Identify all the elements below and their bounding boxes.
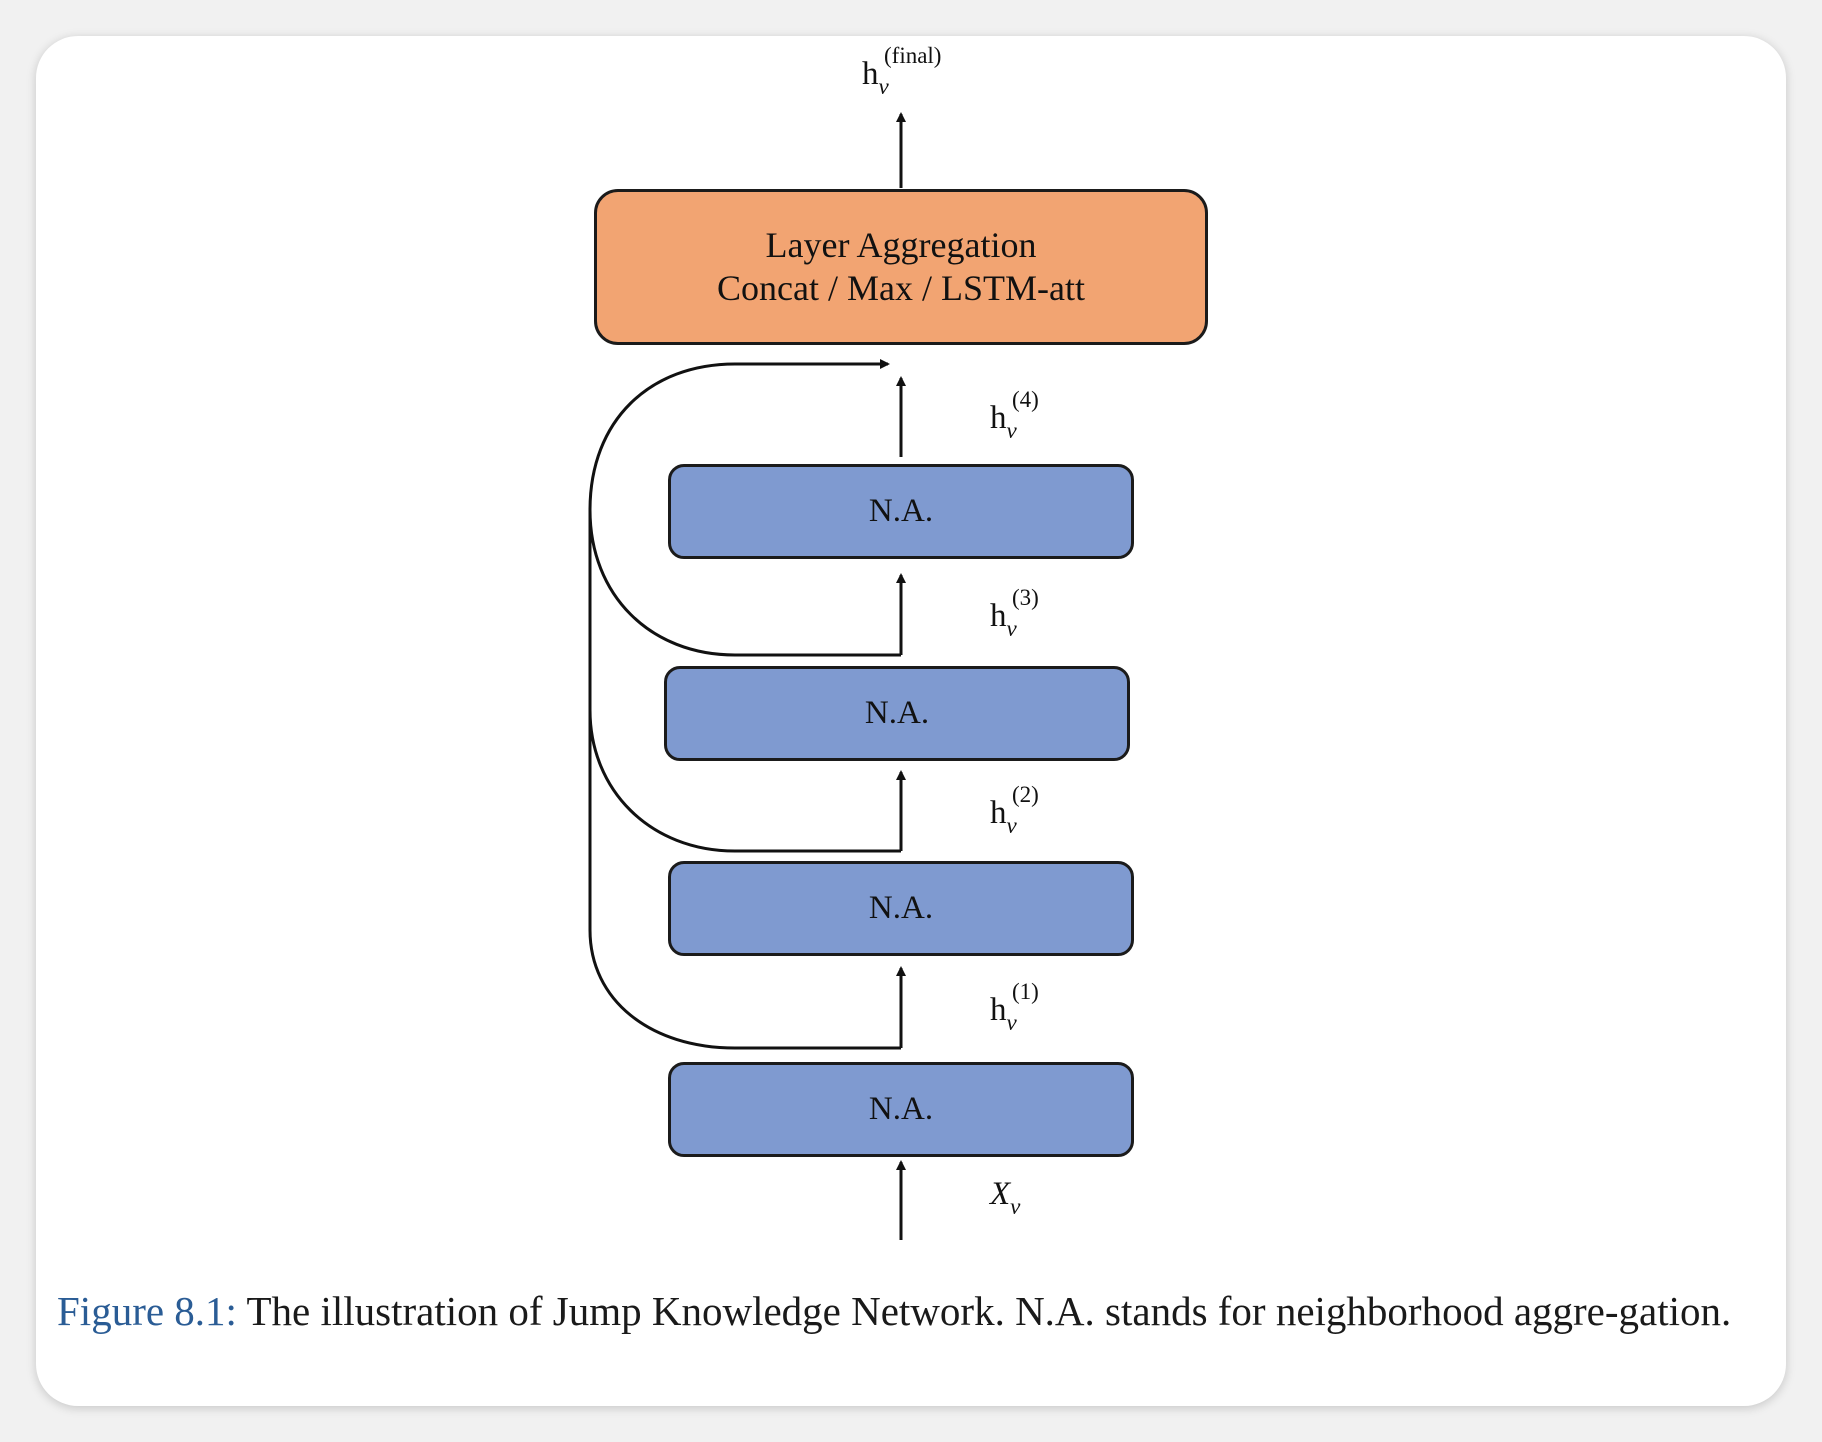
- layer-label-sup: (4): [1012, 387, 1039, 412]
- caption-text: The illustration of Jump Knowledge Netwo…: [246, 1288, 1732, 1334]
- layer-label-sup: (2): [1012, 782, 1039, 807]
- output-label-base: h: [862, 56, 879, 92]
- layer-label-base: h: [990, 992, 1007, 1028]
- layer-label-sub: v: [1006, 813, 1017, 838]
- layer-label-base: h: [990, 795, 1007, 831]
- layer-label-2: hv (2): [990, 783, 1039, 837]
- layer-label-base: h: [990, 598, 1007, 634]
- figure-number: Figure 8.1:: [57, 1288, 237, 1334]
- layer-label-base: h: [990, 400, 1007, 436]
- aggregation-title: Layer Aggregation: [765, 225, 1037, 265]
- na-block-3: N.A.: [664, 666, 1130, 761]
- layer-label-4: hv (4): [990, 388, 1039, 442]
- layer-aggregation-box: Layer Aggregation Concat / Max / LSTM-at…: [594, 189, 1208, 345]
- na-block-label: N.A.: [868, 1091, 934, 1127]
- layer-label-sup: (3): [1012, 585, 1039, 610]
- layer-label-1: hv (1): [990, 980, 1039, 1034]
- output-label: hv (final): [862, 44, 941, 98]
- na-block-label: N.A.: [868, 890, 934, 926]
- jump-curve-2: [588, 709, 901, 853]
- layer-label-3: hv (3): [990, 586, 1039, 640]
- aggregation-methods: Concat / Max / LSTM-att: [717, 268, 1085, 308]
- output-label-sub: v: [878, 74, 889, 99]
- input-label-base: X: [990, 1176, 1011, 1212]
- na-block-4: N.A.: [668, 464, 1134, 559]
- na-block-label: N.A.: [868, 493, 934, 529]
- output-label-sup: (final): [884, 43, 942, 68]
- layer-label-sub: v: [1006, 1010, 1017, 1035]
- input-label: Xv: [990, 1176, 1020, 1219]
- na-block-1: N.A.: [668, 1062, 1134, 1157]
- figure-caption: Figure 8.1: The illustration of Jump Kno…: [57, 1284, 1757, 1339]
- na-block-2: N.A.: [668, 861, 1134, 956]
- layer-label-sup: (1): [1012, 979, 1039, 1004]
- jump-curve-3: [588, 509, 901, 657]
- input-label-sub: v: [1010, 1194, 1021, 1219]
- na-block-label: N.A.: [864, 695, 930, 731]
- layer-label-sub: v: [1006, 616, 1017, 641]
- layer-label-sub: v: [1006, 418, 1017, 443]
